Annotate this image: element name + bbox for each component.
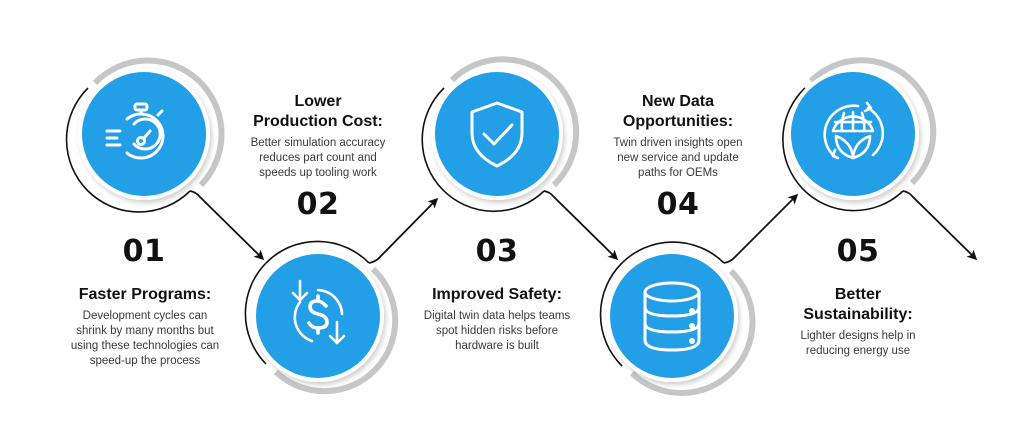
step-05-description: Lighter designs help in reducing energy … — [800, 330, 916, 357]
step-03-description: Digital twin data helps teams spot hidde… — [423, 310, 571, 352]
step-01-text: Faster Programs: Development cycles can … — [40, 285, 250, 369]
connector-arrow-1-2 — [189, 190, 265, 261]
step-02-text: Lower Production Cost: Better simulation… — [213, 92, 423, 181]
step-03-number: 03 — [475, 234, 519, 269]
connector-arrow-4-5 — [723, 193, 799, 264]
step-02-description: Better simulation accuracy reduces part … — [250, 137, 386, 179]
grey-ring-arc — [92, 57, 225, 188]
step-05-title: Better Sustainability: — [803, 286, 913, 323]
database-icon — [643, 281, 701, 352]
step-05-node — [782, 57, 937, 212]
step-03-node — [421, 56, 580, 213]
step-02-circle — [256, 254, 380, 378]
step-05-text: Better Sustainability: Lighter designs h… — [753, 285, 963, 359]
grey-ring-arc — [273, 266, 399, 395]
black-ring-arc — [782, 87, 904, 212]
black-ring-arc — [65, 87, 191, 213]
connector-arrow-5-end — [902, 190, 978, 261]
step-02-node — [244, 240, 399, 395]
grey-ring-arc — [449, 56, 580, 188]
black-ring-arc — [421, 87, 545, 213]
connector-arrow-2-3 — [368, 197, 439, 264]
step-04-description: Twin driven insights open new service an… — [613, 137, 743, 179]
shield-check-icon — [470, 101, 524, 168]
step-01-node — [65, 57, 225, 213]
connector-arrow-3-4 — [543, 190, 619, 261]
step-03-circle — [435, 72, 559, 196]
step-01-title: Faster Programs: — [78, 286, 212, 303]
step-01-number: 01 — [122, 234, 166, 269]
step-04-node — [599, 241, 756, 397]
stopwatch-icon — [105, 102, 165, 160]
step-05-number: 05 — [836, 234, 880, 269]
step-03-text: Improved Safety: Digital twin data helps… — [392, 285, 602, 354]
globe-leaf-icon — [823, 101, 885, 160]
step-01-circle — [82, 72, 206, 196]
step-04-number: 04 — [656, 187, 700, 222]
step-04-text: New Data Opportunities: Twin driven insi… — [573, 92, 783, 181]
grey-ring-arc — [629, 268, 756, 397]
step-02-number: 02 — [296, 187, 340, 222]
step-03-title: Improved Safety: — [432, 286, 562, 303]
black-ring-arc — [599, 241, 725, 367]
step-01-description: Development cycles can shrink by many mo… — [70, 310, 220, 367]
dollar-cycle-icon — [291, 279, 346, 345]
step-04-title: New Data Opportunities: — [622, 93, 734, 130]
grey-ring-arc — [808, 57, 937, 186]
step-05-circle — [791, 72, 915, 196]
black-ring-arc — [244, 240, 370, 365]
step-02-title: Lower Production Cost: — [253, 93, 383, 130]
